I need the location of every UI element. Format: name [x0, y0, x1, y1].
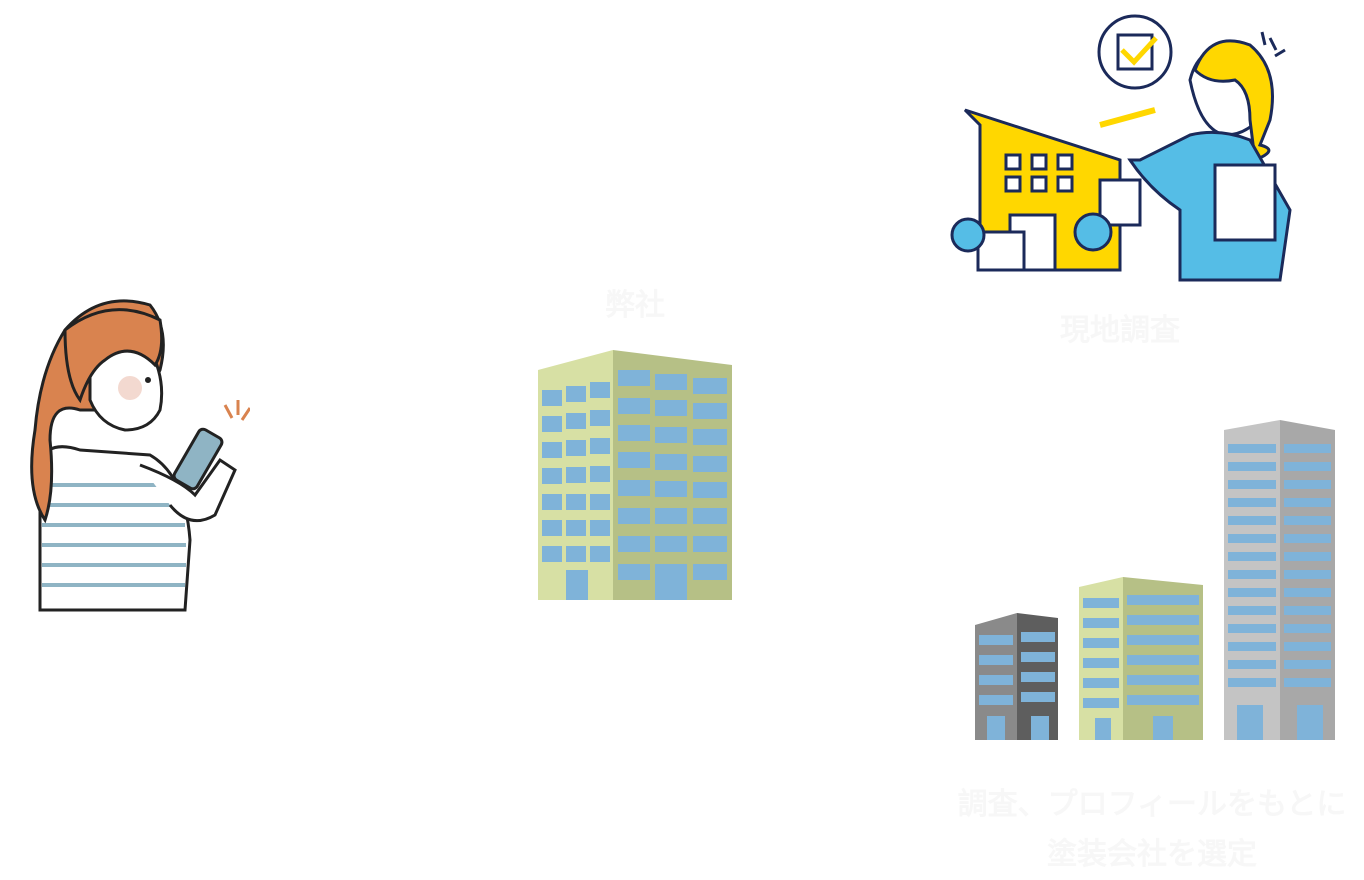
- selection-label-line1: 調査、プロフィールをもとに: [957, 787, 1347, 822]
- selection-label: 調査、プロフィールをもとに 塗装会社を選定: [940, 780, 1364, 880]
- site-survey-label: 現地調査: [1060, 313, 1180, 348]
- painting-companies-buildings-icon: [975, 420, 1335, 740]
- office-label: 弊社: [605, 288, 665, 323]
- office-building-icon: [538, 350, 732, 600]
- selection-label-line2: 塗装会社を選定: [1047, 837, 1257, 872]
- woman-with-smartphone-icon: [30, 299, 250, 612]
- surveyor-with-house-icon: [950, 14, 1292, 282]
